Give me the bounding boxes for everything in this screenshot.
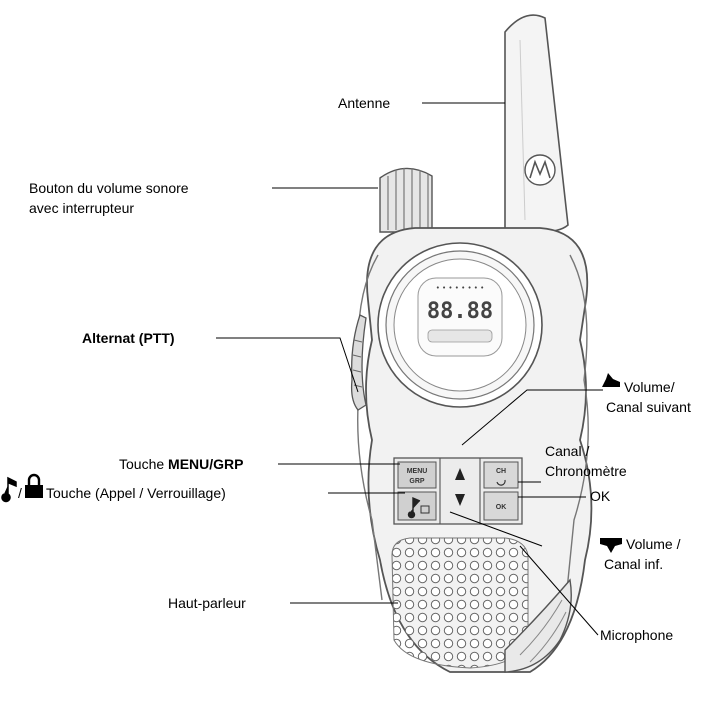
music-note-icon (407, 496, 421, 519)
volume-up-label-line1: Volume/ (624, 379, 675, 395)
svg-text:• • • • • • • •: • • • • • • • • (436, 284, 485, 292)
channel-label-line2: Chronomètre (545, 463, 627, 479)
microphone-grip (504, 578, 572, 673)
menu-grp-label: Touche MENU/GRP (119, 455, 244, 473)
svg-text:MENU: MENU (407, 468, 428, 475)
volume-up-icon (602, 373, 620, 387)
svg-text:GRP: GRP (409, 478, 425, 485)
ok-key[interactable]: OK (483, 491, 519, 521)
menu-grp-key[interactable]: MENU GRP (397, 461, 437, 489)
menu-grp-label-prefix: Touche (119, 456, 169, 472)
antenna-label: Antenne (338, 95, 391, 111)
svg-text:OK: OK (496, 504, 507, 511)
ptt-button[interactable] (350, 314, 367, 411)
volume-knob-label-line1: Bouton du volume sonore (29, 180, 189, 196)
call-lock-key[interactable] (397, 491, 437, 521)
channel-label-line1: Canal / (545, 443, 590, 459)
music-note-label-icon (1, 476, 17, 503)
leader-lines (216, 102, 603, 636)
menu-grp-label-bold: MENU/GRP (168, 456, 244, 472)
volume-down-label-line1: Volume / (626, 536, 681, 552)
antenna (504, 14, 569, 233)
microphone-label: Microphone (600, 627, 674, 643)
ptt-label: Alternat (PTT) (82, 330, 175, 346)
volume-up-label-line2: Canal suivant (606, 399, 691, 415)
lcd-display: • • • • • • • • 88.88 (417, 277, 503, 357)
lcd-digits: 88.88 (427, 299, 493, 324)
lock-icon (25, 473, 43, 498)
channel-key[interactable]: CH (483, 461, 519, 489)
motorola-logo-icon (524, 154, 556, 186)
volume-down-icon (600, 538, 622, 553)
volume-knob[interactable] (379, 167, 433, 233)
call-lock-label: Touche (Appel / Verrouillage) (46, 485, 226, 501)
call-lock-separator: / (18, 485, 22, 501)
volume-down-label-line2: Canal inf. (604, 556, 664, 572)
svg-text:CH: CH (496, 468, 506, 475)
volume-knob-label-line2: avec interrupteur (29, 200, 135, 216)
speaker-label: Haut-parleur (168, 595, 246, 611)
volume-up-key[interactable] (455, 468, 465, 480)
ok-label: OK (590, 488, 611, 504)
volume-down-key[interactable] (455, 494, 465, 506)
